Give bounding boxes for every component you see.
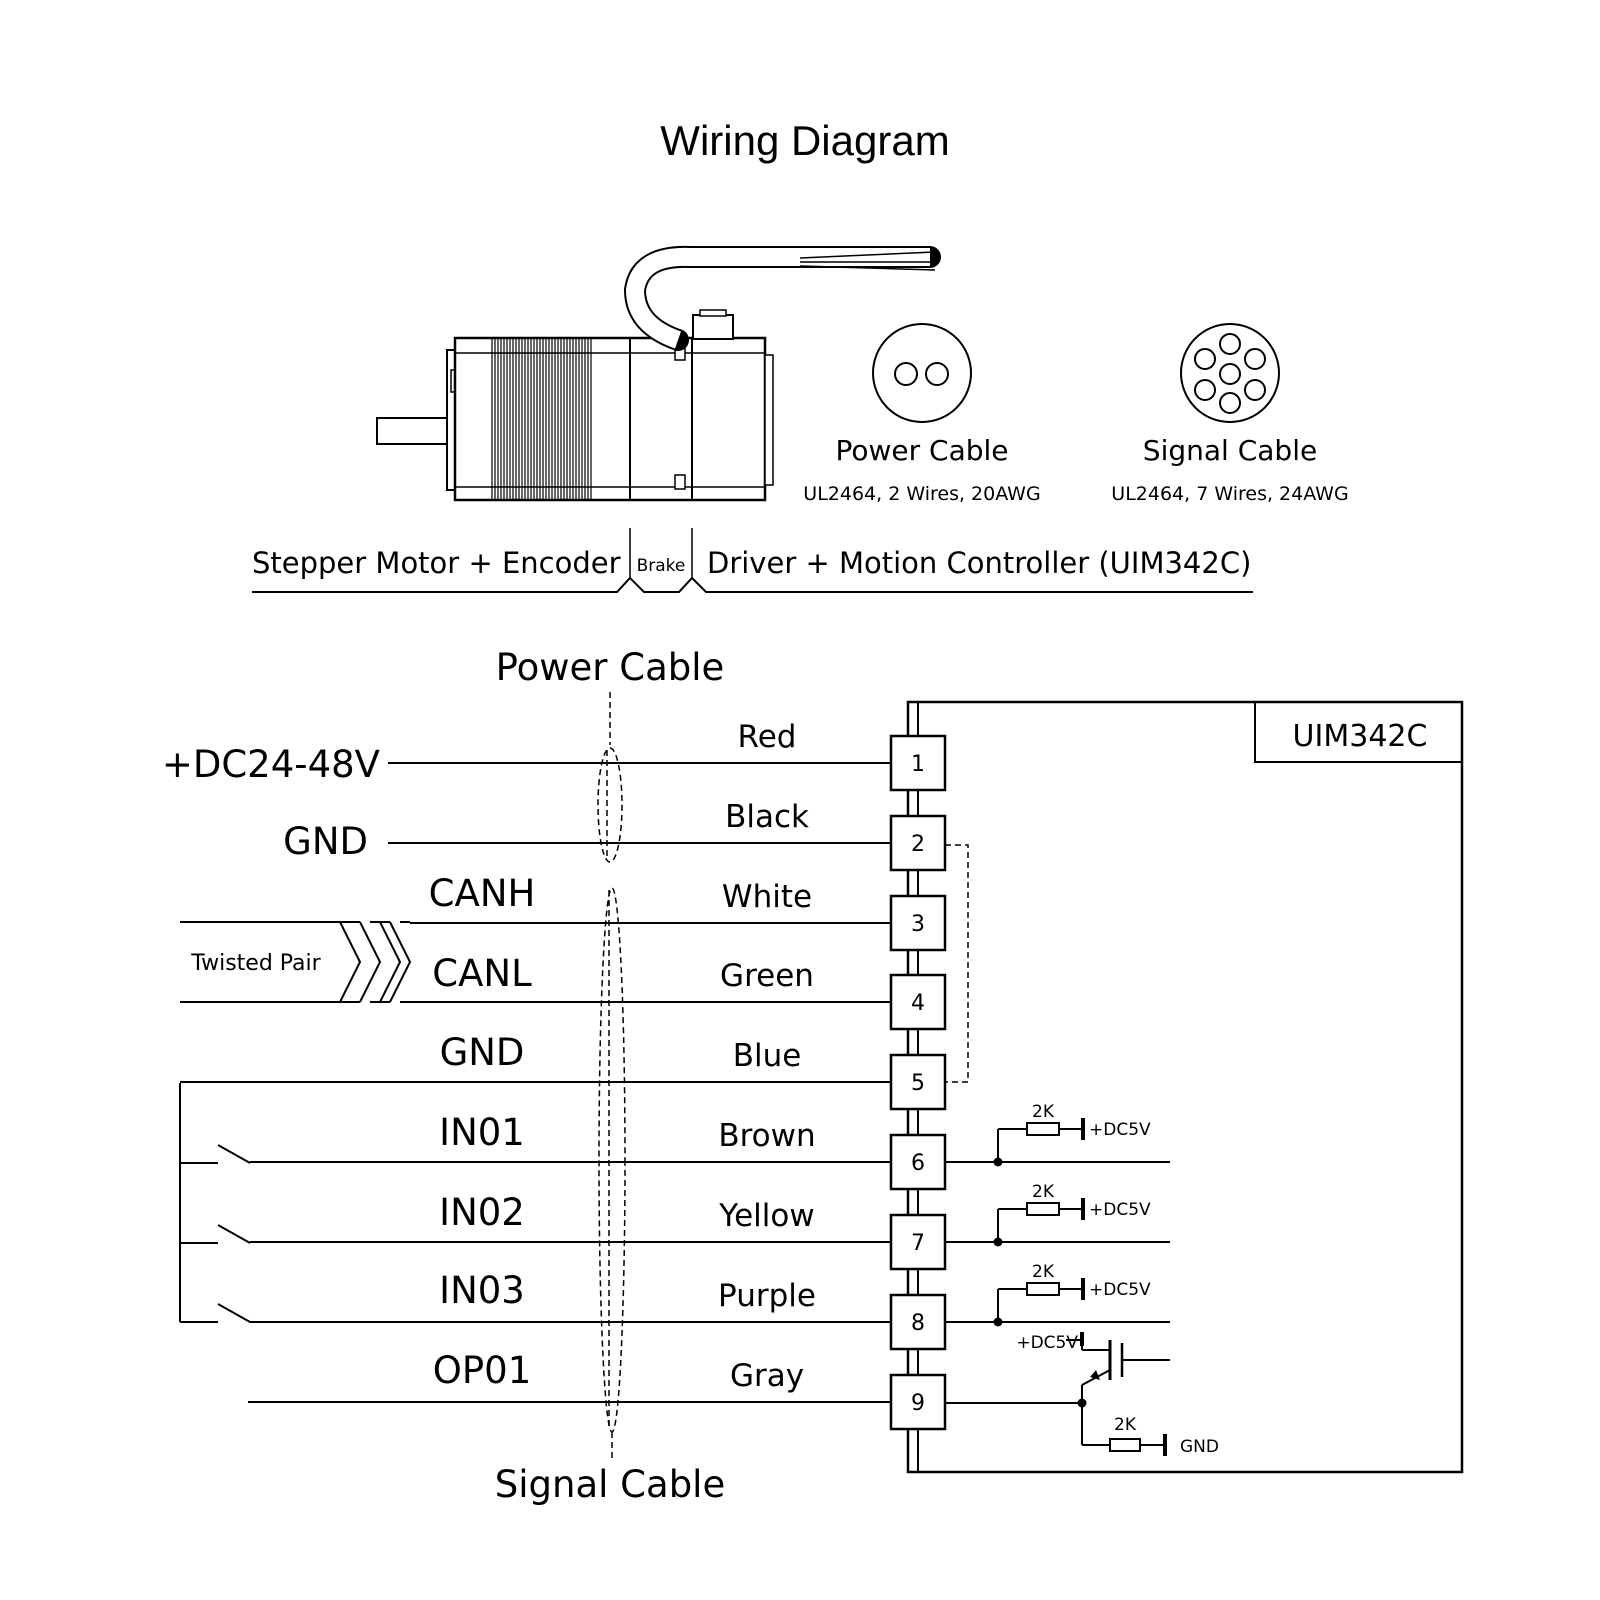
cooling-fins bbox=[491, 338, 592, 500]
twisted-pair bbox=[180, 921, 412, 1003]
pin-row-1: 1 Red bbox=[388, 702, 947, 816]
pin-number: 7 bbox=[911, 1231, 925, 1256]
pin-terminal-6 bbox=[889, 1133, 947, 1191]
resistor-label: 2K bbox=[1032, 1262, 1055, 1282]
pin-terminal-4 bbox=[889, 973, 947, 1031]
signal-label: IN01 bbox=[439, 1111, 525, 1154]
power-connector-name: Power Cable bbox=[835, 434, 1008, 467]
pullup-voltage-label: +DC5V bbox=[1089, 1120, 1151, 1140]
pullup-voltage-label: +DC5V bbox=[1089, 1280, 1151, 1300]
pin-number: 5 bbox=[911, 1071, 925, 1096]
pullup-resistor bbox=[1026, 1282, 1060, 1296]
brake-label: Brake bbox=[637, 556, 686, 576]
pin-row-4: 4 Green CANL bbox=[410, 952, 947, 1055]
output-supply-label: +DC5V bbox=[1016, 1333, 1078, 1353]
motor-label: Stepper Motor + Encoder bbox=[252, 546, 621, 580]
pin-number: 8 bbox=[911, 1311, 925, 1336]
pin-number: 4 bbox=[911, 991, 925, 1016]
wire-color-label: Green bbox=[720, 958, 814, 994]
ground-link-dashed bbox=[945, 844, 969, 1083]
controller-enclosure bbox=[906, 700, 1464, 1474]
signal-label: CANH bbox=[429, 872, 536, 915]
pin-terminal-7 bbox=[889, 1213, 947, 1271]
pin-number: 3 bbox=[911, 912, 925, 937]
power-connector-face bbox=[872, 323, 972, 423]
pin-number: 2 bbox=[911, 832, 925, 857]
pin-number: 6 bbox=[911, 1151, 925, 1176]
wire-color-label: Yellow bbox=[718, 1198, 814, 1234]
resistor-label: 2K bbox=[1032, 1102, 1055, 1122]
wire-color-label: Black bbox=[725, 799, 809, 835]
gnd-left-label: GND bbox=[283, 820, 368, 863]
page-title: Wiring Diagram bbox=[660, 117, 949, 164]
pin-terminal-1 bbox=[889, 734, 947, 792]
signal-label: CANL bbox=[432, 952, 532, 995]
output-resistor bbox=[1109, 1438, 1141, 1452]
signal-connector-name: Signal Cable bbox=[1143, 434, 1317, 467]
signal-label: OP01 bbox=[433, 1349, 532, 1392]
power-cable-shield bbox=[597, 747, 623, 863]
pin-terminal-5 bbox=[889, 1053, 947, 1111]
supply-label: +DC24-48V bbox=[162, 743, 380, 786]
pullup-voltage-label: +DC5V bbox=[1089, 1200, 1151, 1220]
signal-label: IN02 bbox=[439, 1191, 525, 1234]
pin-terminal-3 bbox=[889, 894, 947, 952]
pin-row-6: 6 Brown IN01 bbox=[250, 1111, 947, 1215]
controller-label: UIM342C bbox=[1293, 719, 1428, 754]
pullup-6: 2K +DC5V bbox=[945, 1102, 1170, 1167]
motor-shaft bbox=[376, 417, 448, 445]
signal-connector-spec: UL2464, 7 Wires, 24AWG bbox=[1111, 483, 1348, 505]
power-connector-spec: UL2464, 2 Wires, 20AWG bbox=[803, 483, 1040, 505]
input-switch-bus bbox=[179, 1083, 251, 1323]
signal-connector-face bbox=[1180, 323, 1280, 423]
pin-terminal-8 bbox=[889, 1293, 947, 1351]
cable-gland bbox=[692, 314, 734, 340]
wire-color-label: Purple bbox=[718, 1278, 816, 1314]
pin-row-3: 3 White CANH bbox=[410, 872, 947, 975]
pin-row-2: 2 Black bbox=[388, 799, 947, 896]
pin-row-9: 9 Gray OP01 bbox=[248, 1349, 947, 1472]
output-gnd-label: GND bbox=[1180, 1437, 1219, 1457]
pin-row-5: 5 Blue GND bbox=[180, 1031, 947, 1135]
driver-label: Driver + Motion Controller (UIM342C) bbox=[707, 546, 1251, 580]
twisted-pair-label: Twisted Pair bbox=[190, 951, 321, 976]
pullup-8: 2K +DC5V bbox=[945, 1262, 1170, 1327]
wire-color-label: Blue bbox=[733, 1038, 802, 1074]
wire-color-label: Brown bbox=[718, 1118, 815, 1154]
output-resistor-label: 2K bbox=[1114, 1415, 1137, 1435]
pin-number: 9 bbox=[911, 1391, 925, 1416]
output-stage: 2K GND +DC5V bbox=[945, 1332, 1219, 1457]
power-cable-label: Power Cable bbox=[496, 646, 725, 689]
pin-row-7: 7 Yellow IN02 bbox=[250, 1191, 947, 1295]
pullup-7: 2K +DC5V bbox=[945, 1182, 1170, 1247]
assembly-bracket bbox=[252, 576, 1253, 593]
wire-color-label: Gray bbox=[730, 1358, 804, 1394]
pullup-resistor bbox=[1026, 1122, 1060, 1136]
wire-color-label: White bbox=[722, 879, 812, 915]
signal-label: IN03 bbox=[439, 1269, 525, 1312]
signal-cable-shield bbox=[598, 887, 626, 1433]
pin-terminal-2 bbox=[889, 814, 947, 872]
pin-terminal-9 bbox=[889, 1373, 947, 1431]
resistor-label: 2K bbox=[1032, 1182, 1055, 1202]
motor-assembly-drawing bbox=[376, 245, 941, 502]
signal-cable-label: Signal Cable bbox=[495, 1463, 725, 1506]
pin-number: 1 bbox=[911, 752, 925, 777]
pin-row-8: 8 Purple IN03 bbox=[250, 1269, 947, 1375]
input-pullups: 2K +DC5V 2K +DC5V 2K +DC5V bbox=[945, 1102, 1170, 1327]
pullup-resistor bbox=[1026, 1202, 1060, 1216]
pin-rows: 1 Red 2 Black 3 White CANH 4 Green CANL 5 Blue GND 6 B… bbox=[180, 702, 947, 1472]
signal-label: GND bbox=[440, 1031, 525, 1074]
wire-color-label: Red bbox=[738, 719, 797, 755]
